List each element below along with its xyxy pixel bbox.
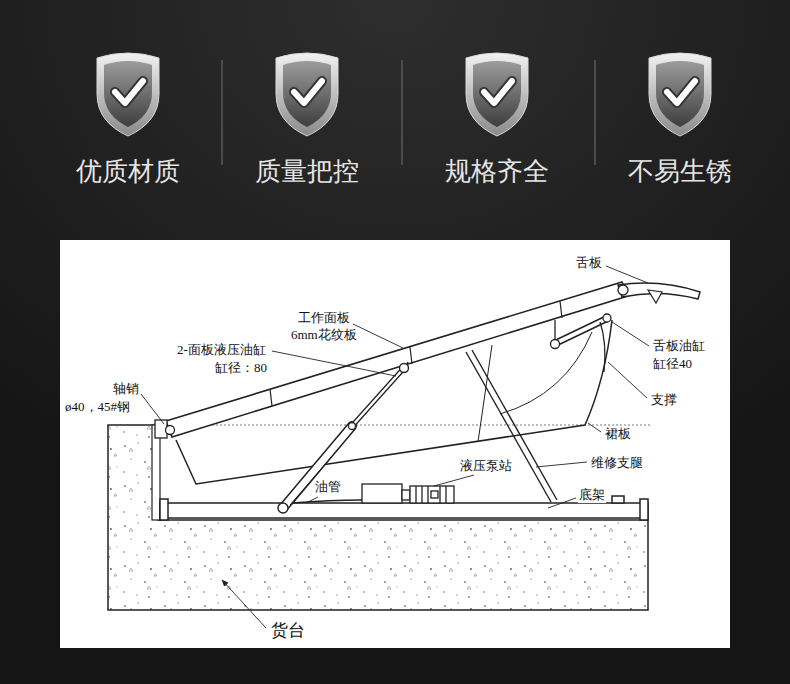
- part-label: 裙板: [604, 426, 632, 442]
- leader-line: [306, 497, 318, 503]
- pump-station: [421, 486, 422, 503]
- dimension-label: 缸径：80: [214, 360, 268, 376]
- part-label: 支撑: [650, 392, 678, 408]
- base-frame: [160, 503, 648, 518]
- pump-station: [362, 484, 402, 503]
- base-frame: [160, 499, 168, 520]
- pump-station: [445, 486, 446, 503]
- part-label: 维修支腿: [590, 455, 644, 471]
- separator-line: [222, 60, 595, 165]
- leader-line: [272, 351, 396, 376]
- deck-cylinder: [278, 503, 288, 513]
- base-frame: [640, 499, 648, 520]
- maintenance-leg: [466, 352, 551, 502]
- part-label: 货台: [270, 621, 306, 641]
- part-label: 舌板: [575, 255, 603, 271]
- feature-label: 质量把控: [255, 156, 359, 187]
- part-label: 6mm花纹板: [290, 327, 358, 343]
- separator-line: [221, 60, 223, 165]
- leader-line: [141, 394, 164, 424]
- pump-station: [431, 491, 438, 498]
- deck-cylinder: [283, 426, 352, 508]
- pump-station: [362, 484, 454, 503]
- lip-cylinder: [603, 314, 611, 322]
- deck-plate: [166, 282, 628, 437]
- deck-cylinder: [352, 368, 404, 426]
- maintenance-leg: [466, 345, 557, 502]
- pump-station: [402, 490, 410, 500]
- part-label: 底架: [578, 487, 606, 503]
- leader-line: [606, 266, 648, 283]
- pump-station: [427, 486, 428, 503]
- lip-plate: [618, 283, 700, 303]
- part-label: 液压泵站: [459, 458, 513, 474]
- floor-level-line: [160, 425, 650, 426]
- shield-icon: [97, 53, 159, 136]
- leader-line: [353, 324, 403, 348]
- deck-cylinder: [400, 364, 409, 373]
- maintenance-leg: [472, 350, 557, 500]
- shield-icon: [276, 53, 338, 136]
- shield-icon: [97, 53, 711, 136]
- dimension-label: ø40，45#钢: [64, 399, 131, 415]
- lip-cylinder: [558, 319, 606, 342]
- deck-cylinder: [278, 362, 409, 513]
- part-label: 油管: [314, 479, 342, 495]
- shield-icon: [466, 53, 528, 136]
- pump-station: [439, 486, 440, 503]
- deck-cylinder: [290, 447, 340, 505]
- lip-cylinder: [554, 320, 555, 342]
- part-label: 2-面板液压油缸: [176, 342, 267, 358]
- diagram-panel: [60, 240, 730, 648]
- part-label: 舌板油缸: [652, 338, 706, 354]
- lip-cylinder: [558, 319, 606, 342]
- separator-line: [594, 60, 596, 165]
- deck-plate: [270, 389, 272, 406]
- pump-station: [410, 486, 454, 503]
- feature-label: 规格齐全: [445, 156, 549, 187]
- lip-plate: [648, 290, 662, 303]
- leader-line: [608, 362, 647, 398]
- leader-line: [141, 266, 649, 628]
- deck-cylinder: [283, 426, 352, 508]
- leader-line: [612, 322, 649, 346]
- pump-station: [415, 486, 416, 503]
- leader-line: [222, 580, 266, 628]
- skirt-plate: [500, 332, 592, 414]
- support-strut: [600, 322, 605, 372]
- deck-plate: [410, 347, 412, 364]
- feature-label: 不易生锈: [628, 156, 732, 187]
- leader-line: [588, 423, 601, 432]
- leader-line: [548, 498, 576, 508]
- feature-label: 优质材质: [76, 156, 180, 187]
- deck-cylinder: [349, 423, 356, 430]
- deck-plate: [155, 282, 628, 438]
- leader-line: [434, 475, 474, 486]
- lip-cylinder: [551, 340, 560, 349]
- shield-icon: [649, 53, 711, 136]
- leader-line: [536, 462, 587, 467]
- concrete-dock: [108, 425, 648, 610]
- concrete-dock: [152, 425, 160, 520]
- deck-plate: [560, 301, 562, 318]
- deck-cylinder: [352, 368, 404, 426]
- oil-pipe: [292, 500, 362, 503]
- deck-plate: [166, 426, 175, 435]
- part-label: 工作面板: [297, 310, 351, 326]
- part-label: 轴销: [112, 381, 140, 397]
- concrete-dock: [108, 425, 648, 610]
- separator-line: [401, 60, 403, 165]
- base-frame: [612, 496, 624, 503]
- dimension-label: 缸径40: [652, 356, 693, 372]
- lip-plate: [618, 285, 628, 295]
- maintenance-leg: [478, 345, 492, 442]
